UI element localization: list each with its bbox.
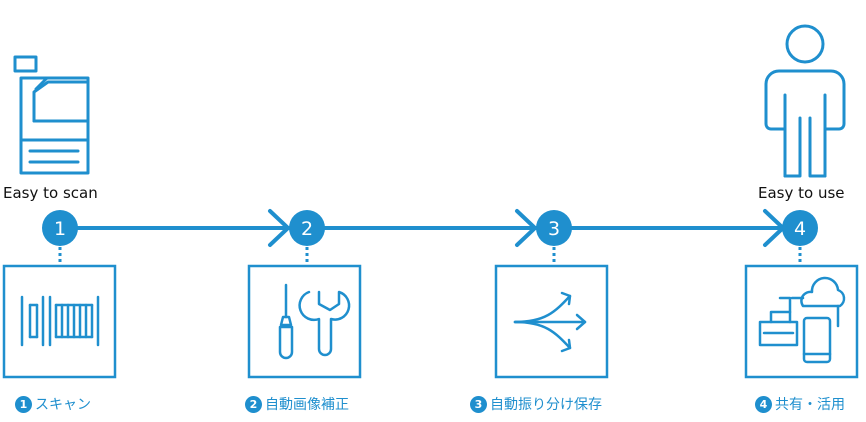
start-label: Easy to scan: [3, 184, 98, 202]
person-icon: [764, 24, 846, 178]
arrow-head-icon: [515, 209, 537, 247]
step-box-2: [247, 264, 362, 379]
step-caption-text: 自動振り分け保存: [490, 397, 602, 413]
step-caption-text: 自動画像補正: [265, 397, 349, 413]
timeline: [60, 209, 785, 247]
step-number: 1: [54, 218, 66, 240]
step-number-badge: 1: [15, 396, 32, 413]
end-label: Easy to use: [758, 184, 845, 202]
step-number-badge: 4: [755, 396, 772, 413]
arrow-head-icon: [268, 209, 290, 247]
step-node-1: 1: [42, 210, 78, 246]
branching-arrows-icon: [513, 291, 587, 353]
step-box-1: [2, 264, 117, 379]
step-number-badge: 3: [470, 396, 487, 413]
step-number: 4: [794, 218, 806, 240]
step-caption-text: スキャン: [35, 397, 91, 413]
multifunction-printer-icon: [13, 55, 90, 175]
step-number-badge: 2: [245, 396, 262, 413]
step-box-3: [494, 264, 609, 379]
step-caption-text: 共有・活用: [775, 397, 845, 413]
step-box-4: [744, 264, 859, 379]
printer-cloud-tablet-icon: [758, 276, 846, 364]
step-number: 3: [548, 218, 560, 240]
screwdriver-wrench-icon: [278, 283, 351, 360]
step-node-4: 4: [782, 210, 818, 246]
step-node-2: 2: [289, 210, 325, 246]
barcode-scan-icon: [20, 295, 100, 347]
step-number: 2: [301, 218, 313, 240]
step-node-3: 3: [536, 210, 572, 246]
